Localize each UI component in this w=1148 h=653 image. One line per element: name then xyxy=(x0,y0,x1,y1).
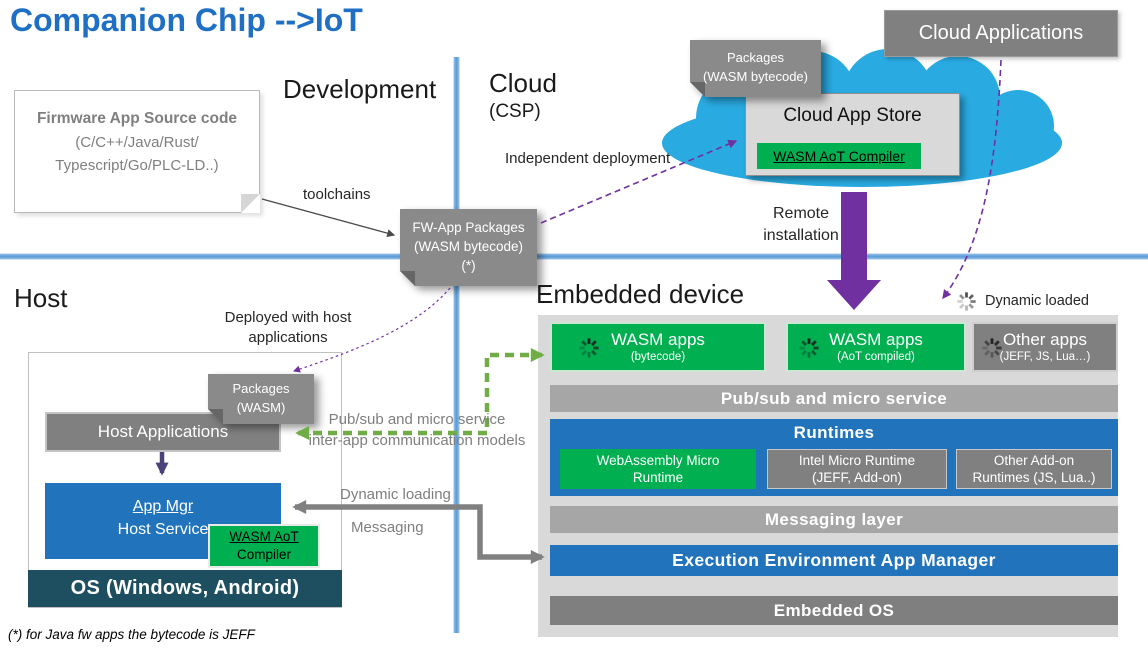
horizontal-divider xyxy=(0,253,1148,260)
execution-environment-bar: Execution Environment App Manager xyxy=(550,545,1118,576)
loading-spinner-icon xyxy=(981,337,1003,359)
app-box-subtitle: (JEFF, JS, Lua…) xyxy=(999,351,1091,363)
runtime-line: (JEFF, Add-on) xyxy=(811,470,903,485)
app-box-subtitle: (AoT compiled) xyxy=(837,351,915,363)
other-addon-runtimes-box: Other Add-on Runtimes (JS, Lua..) xyxy=(956,449,1112,489)
note-line: Packages xyxy=(726,50,785,65)
app-mgr-label: App Mgr xyxy=(132,498,194,515)
embedded-os-bar: Embedded OS xyxy=(550,596,1118,625)
note-line: (WASM) xyxy=(236,400,286,415)
runtime-line: Intel Micro Runtime xyxy=(798,453,916,468)
cloud-applications-box: Cloud Applications xyxy=(884,10,1118,57)
pubsub-models-line: Pub/sub and micro service xyxy=(328,411,506,428)
runtimes-title: Runtimes xyxy=(793,423,875,442)
app-box-title: WASM apps xyxy=(829,330,923,349)
footnote: (*) for Java fw apps the bytecode is JEF… xyxy=(8,627,255,642)
host-service-label: Host Service xyxy=(117,521,209,538)
independent-deployment-label: Independent deployment xyxy=(505,150,671,167)
remote-installation-line: installation xyxy=(763,227,839,244)
runtime-line: Runtimes (JS, Lua..) xyxy=(972,470,1096,485)
runtime-line: Runtime xyxy=(632,470,684,485)
compiler-label: Compiler xyxy=(236,547,291,562)
loading-spinner-icon xyxy=(578,337,600,359)
note-body: Packages (WASM bytecode) xyxy=(690,40,821,97)
messaging-label: Messaging xyxy=(351,519,424,536)
host-container-outline xyxy=(28,352,342,608)
note-line: (WASM bytecode) xyxy=(413,239,524,254)
loading-spinner-icon xyxy=(798,337,820,359)
dynamic-loading-label: Dynamic loading xyxy=(340,486,451,503)
fw-app-packages-note: FW-App Packages (WASM bytecode) (*) xyxy=(400,209,537,286)
firmware-box-line: (C/C++/Java/Rust/ xyxy=(75,134,199,151)
loading-spinner-icon xyxy=(956,291,977,312)
deployed-line: applications xyxy=(248,329,328,346)
app-box-title: Other apps xyxy=(1002,330,1088,349)
folded-corner xyxy=(400,271,415,286)
packages-wasm-bytecode-note: Packages (WASM bytecode) xyxy=(690,40,821,97)
section-label-development: Development xyxy=(283,74,437,104)
intel-micro-runtime-box: Intel Micro Runtime (JEFF, Add-on) xyxy=(767,449,947,489)
firmware-box-title: Firmware App Source code xyxy=(36,110,238,127)
folded-corner xyxy=(208,409,223,424)
remote-installation-line: Remote xyxy=(772,205,830,222)
runtime-line: Other Add-on xyxy=(993,453,1075,468)
messaging-layer-bar: Messaging layer xyxy=(550,506,1118,533)
app-box-subtitle: (bytecode) xyxy=(630,351,686,363)
wasm-aot-compiler-label: WASM AoT Compiler xyxy=(773,148,905,164)
wasm-aot-compiler-cloud-box: WASM AoT Compiler xyxy=(757,143,921,169)
note-body: FW-App Packages (WASM bytecode) (*) xyxy=(400,209,537,286)
folded-corner xyxy=(690,82,705,97)
deployed-with-host-label: Deployed with host applications xyxy=(210,308,366,348)
runtimes-block: Runtimes WebAssembly Micro Runtime Intel… xyxy=(550,419,1118,496)
wasm-apps-aot-box: WASM apps (AoT compiled) xyxy=(786,322,966,372)
webassembly-micro-runtime-box: WebAssembly Micro Runtime xyxy=(560,449,756,489)
firmware-source-box: Firmware App Source code (C/C++/Java/Rus… xyxy=(14,90,260,213)
section-label-embedded-device: Embedded device xyxy=(536,279,745,309)
section-label-host: Host xyxy=(14,283,68,313)
note-line: (WASM bytecode) xyxy=(703,69,808,84)
other-apps-box: Other apps (JEFF, JS, Lua…) xyxy=(972,322,1118,372)
deployed-line: Deployed with host xyxy=(224,309,352,326)
host-os-bar: OS (Windows, Android) xyxy=(28,570,342,607)
wasm-aot-label: WASM AoT xyxy=(229,529,299,544)
runtime-line: WebAssembly Micro xyxy=(596,453,720,468)
section-label-csp: (CSP) xyxy=(489,101,541,122)
pubsub-models-label: Pub/sub and micro service inter-app comm… xyxy=(296,409,538,451)
wasm-aot-compiler-host-box: WASM AoT Compiler xyxy=(208,524,320,568)
vertical-divider xyxy=(453,57,460,633)
remote-installation-label: Remote installation xyxy=(745,203,857,247)
note-line: Packages xyxy=(232,381,290,396)
pubsub-models-line: inter-app communication models xyxy=(308,432,526,449)
cloud-app-store-box: Cloud App Store WASM AoT Compiler xyxy=(745,93,960,176)
note-line: FW-App Packages xyxy=(412,220,525,235)
note-line: (*) xyxy=(461,258,476,273)
wasm-apps-bytecode-box: WASM apps (bytecode) xyxy=(550,322,766,372)
cloud-app-store-title: Cloud App Store xyxy=(783,105,922,126)
dynamic-loaded-label: Dynamic loaded xyxy=(985,293,1089,309)
section-label-cloud: Cloud xyxy=(489,68,557,98)
toolchains-label: toolchains xyxy=(303,186,371,203)
firmware-box-line: Typescript/Go/PLC-LD..) xyxy=(55,157,219,174)
slide-title: Companion Chip -->IoT xyxy=(10,2,363,38)
app-box-title: WASM apps xyxy=(611,330,705,349)
pubsub-service-bar: Pub/sub and micro service xyxy=(550,385,1118,412)
